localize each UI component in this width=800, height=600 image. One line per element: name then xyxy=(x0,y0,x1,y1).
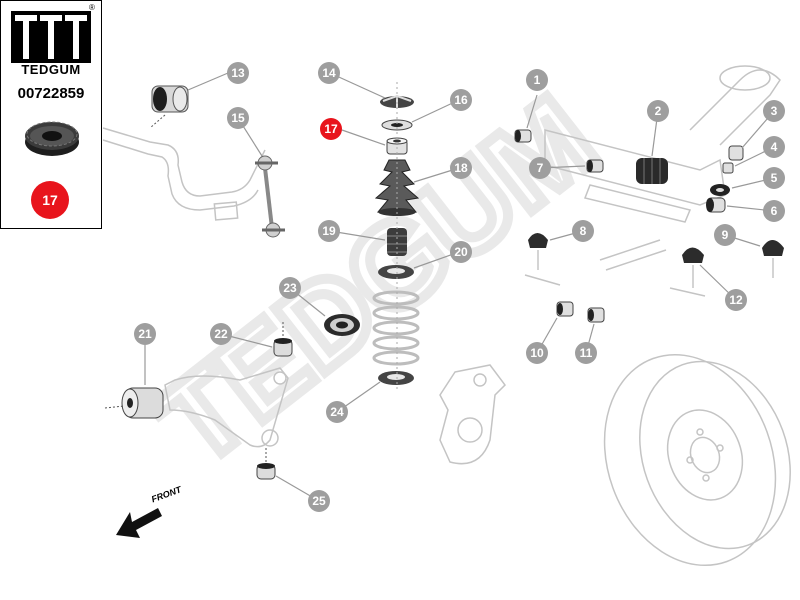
stabilizer-link xyxy=(255,155,285,238)
svg-text:7: 7 xyxy=(537,161,544,175)
steering-knuckle xyxy=(439,364,506,465)
callout-5: 5 xyxy=(763,167,785,189)
svg-text:23: 23 xyxy=(283,281,297,295)
svg-text:19: 19 xyxy=(322,224,336,238)
callout-2: 2 xyxy=(647,100,669,122)
control-arm-bush-small xyxy=(256,448,276,480)
product-info-panel: ® TEDGUM 00722859 17 xyxy=(0,0,102,229)
selected-part-badge: 17 xyxy=(31,181,69,219)
stabilizer-bush xyxy=(149,85,189,129)
callout-4: 4 xyxy=(763,136,785,158)
callout-13: 13 xyxy=(227,62,249,84)
part-thumbnail xyxy=(25,121,79,156)
callout-22: 22 xyxy=(210,323,232,345)
ball-joint-boot-8 xyxy=(524,233,561,286)
callout-24: 24 xyxy=(326,401,348,423)
callout-15: 15 xyxy=(227,107,249,129)
svg-text:24: 24 xyxy=(330,405,344,419)
rack-bush-6 xyxy=(706,197,726,213)
tie-rod-bush-11 xyxy=(587,307,605,323)
svg-text:10: 10 xyxy=(530,346,544,360)
svg-text:15: 15 xyxy=(231,111,245,125)
callout-3: 3 xyxy=(763,100,785,122)
svg-text:5: 5 xyxy=(771,171,778,185)
callout-20: 20 xyxy=(450,241,472,263)
stabilizer-bar xyxy=(102,127,266,221)
registered-mark: ® xyxy=(89,3,95,12)
lower-control-arm xyxy=(164,367,289,448)
svg-text:2: 2 xyxy=(655,104,662,118)
callouts: 1 2 3 4 5 6 7 8 9 10 11 12 13 14 15 16 1… xyxy=(134,62,785,512)
svg-text:22: 22 xyxy=(214,327,228,341)
rack-bush-1 xyxy=(514,129,532,143)
rack-bellows xyxy=(636,158,668,184)
spring-seat-lower xyxy=(378,371,414,385)
tedgum-logo xyxy=(11,11,91,63)
callout-14: 14 xyxy=(318,62,340,84)
callout-7: 7 xyxy=(529,157,551,179)
wheel-bearing xyxy=(324,314,360,336)
svg-text:25: 25 xyxy=(312,494,326,508)
svg-text:8: 8 xyxy=(580,224,587,238)
rack-bush-3 xyxy=(728,145,744,161)
svg-text:1: 1 xyxy=(534,73,541,87)
svg-text:18: 18 xyxy=(454,161,468,175)
callout-9: 9 xyxy=(714,224,736,246)
svg-text:3: 3 xyxy=(771,104,778,118)
svg-text:9: 9 xyxy=(722,228,729,242)
callout-23: 23 xyxy=(279,277,301,299)
svg-text:13: 13 xyxy=(231,66,245,80)
wheel-tire xyxy=(603,353,791,567)
part-number: 00722859 xyxy=(17,85,85,102)
callout-21: 21 xyxy=(134,323,156,345)
callout-10: 10 xyxy=(526,342,548,364)
rack-bush-4 xyxy=(722,162,734,174)
svg-text:14: 14 xyxy=(322,66,336,80)
svg-text:6: 6 xyxy=(771,204,778,218)
ball-joint-boot-12 xyxy=(669,247,706,297)
svg-text:16: 16 xyxy=(454,93,468,107)
callout-8: 8 xyxy=(572,220,594,242)
front-direction-arrow xyxy=(116,508,162,538)
callout-12: 12 xyxy=(725,289,747,311)
control-arm-bush-rear xyxy=(273,322,293,357)
svg-text:4: 4 xyxy=(771,140,778,154)
svg-text:20: 20 xyxy=(454,245,468,259)
strut-bearing xyxy=(386,137,408,155)
coil-spring xyxy=(372,290,420,366)
rack-bush-7 xyxy=(586,159,604,173)
rack-washer-5 xyxy=(710,184,730,196)
svg-text:12: 12 xyxy=(729,293,743,307)
control-arm-bush-front xyxy=(104,387,164,419)
callout-19: 19 xyxy=(318,220,340,242)
strut-washer xyxy=(381,119,413,131)
callout-1: 1 xyxy=(526,69,548,91)
callout-25: 25 xyxy=(308,490,330,512)
tie-rod-bush-10 xyxy=(556,301,574,317)
svg-text:21: 21 xyxy=(138,327,152,341)
callout-11: 11 xyxy=(575,342,597,364)
ball-joint-boot-9 xyxy=(762,240,784,278)
spring-seat-upper xyxy=(378,265,414,279)
callout-17: 17 xyxy=(320,118,342,140)
callout-18: 18 xyxy=(450,157,472,179)
callout-16: 16 xyxy=(450,89,472,111)
svg-text:17: 17 xyxy=(324,122,338,136)
svg-text:11: 11 xyxy=(580,346,593,360)
brand-name: TEDGUM xyxy=(21,62,81,77)
callout-6: 6 xyxy=(763,200,785,222)
